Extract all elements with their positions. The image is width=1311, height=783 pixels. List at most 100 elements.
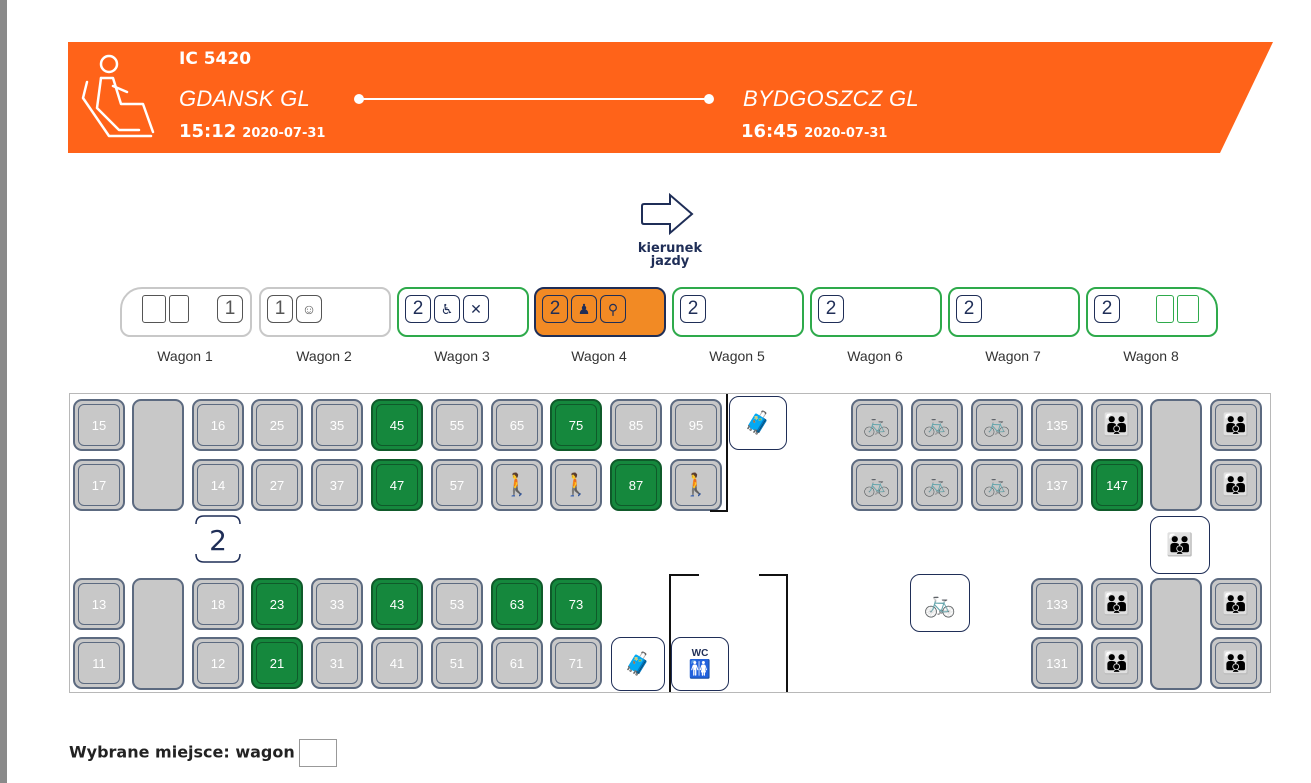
seat-18[interactable]: 18 xyxy=(192,578,244,630)
seat-number: 35 xyxy=(329,417,345,433)
family-icon: 👪 xyxy=(1103,591,1131,616)
seat-21[interactable]: 21 xyxy=(251,637,303,689)
wagon-1-class: 1 xyxy=(217,295,243,323)
seat-47[interactable]: 47 xyxy=(371,459,423,511)
family-seat[interactable]: 👪 xyxy=(1210,399,1262,451)
blind-passenger-seat[interactable]: 🚶 xyxy=(491,459,543,511)
seat-147[interactable]: 147 xyxy=(1091,459,1143,511)
seat-25[interactable]: 25 xyxy=(251,399,303,451)
seat-61[interactable]: 61 xyxy=(491,637,543,689)
seat-27[interactable]: 27 xyxy=(251,459,303,511)
family-seat[interactable]: 👪 xyxy=(1210,459,1262,511)
blind-person-icon: 🚶 xyxy=(503,472,531,497)
wagon-6[interactable]: 2 Wagon 6 xyxy=(810,287,942,364)
wagon-6-body[interactable]: 2 xyxy=(810,287,942,337)
seat-number: 25 xyxy=(269,417,285,433)
seat-41[interactable]: 41 xyxy=(371,637,423,689)
seat-45[interactable]: 45 xyxy=(371,399,423,451)
wagon-4[interactable]: 2 ♟ ⚲ Wagon 4 xyxy=(534,287,666,364)
seat-63[interactable]: 63 xyxy=(491,578,543,630)
direction-line2: jazdy xyxy=(650,254,690,269)
wagon-8[interactable]: 2 Wagon 8 xyxy=(1086,287,1218,364)
seat-51[interactable]: 51 xyxy=(431,637,483,689)
blind-person-icon: 🚶 xyxy=(562,472,590,497)
wagon-7[interactable]: 2 Wagon 7 xyxy=(948,287,1080,364)
blind-passenger-seat[interactable]: 🚶 xyxy=(550,459,602,511)
class-2-icon: 2 xyxy=(818,295,844,323)
seat-85[interactable]: 85 xyxy=(610,399,662,451)
bicycle-spot[interactable]: 🚲 xyxy=(911,399,963,451)
bicycle-spot[interactable]: 🚲 xyxy=(851,399,903,451)
seat-12[interactable]: 12 xyxy=(192,637,244,689)
seat-11[interactable]: 11 xyxy=(73,637,125,689)
wagon-8-body[interactable]: 2 xyxy=(1086,287,1218,337)
seat-35[interactable]: 35 xyxy=(311,399,363,451)
wagon-3-body[interactable]: 2 ♿ ✕ xyxy=(397,287,529,337)
seat-31[interactable]: 31 xyxy=(311,637,363,689)
family-seat[interactable]: 👪 xyxy=(1210,578,1262,630)
seat-33[interactable]: 33 xyxy=(311,578,363,630)
bicycle-spot[interactable]: 🚲 xyxy=(971,399,1023,451)
seat-135[interactable]: 135 xyxy=(1031,399,1083,451)
seat-map: 15 16 25 35 45 55 65 75 85 95 17 14 27 3… xyxy=(69,393,1271,693)
toilet-icon: 🚻 xyxy=(688,659,712,679)
wagon-3[interactable]: 2 ♿ ✕ Wagon 3 xyxy=(397,287,529,364)
seat-number: 73 xyxy=(568,596,584,612)
seat-number: 55 xyxy=(449,417,465,433)
wagon-1-body[interactable]: 1 xyxy=(120,287,252,337)
partition-wall xyxy=(669,574,671,692)
seat-133[interactable]: 133 xyxy=(1031,578,1083,630)
family-seat[interactable]: 👪 xyxy=(1091,399,1143,451)
family-seat[interactable]: 👪 xyxy=(1210,637,1262,689)
seat-73[interactable]: 73 xyxy=(550,578,602,630)
seat-43[interactable]: 43 xyxy=(371,578,423,630)
seat-number: 16 xyxy=(210,417,226,433)
seat-17[interactable]: 17 xyxy=(73,459,125,511)
wagon-4-body[interactable]: 2 ♟ ⚲ xyxy=(534,287,666,337)
wagon-1[interactable]: 1 Wagon 1 xyxy=(120,287,252,364)
selected-seat-summary: Wybrane miejsce: wagon xyxy=(69,739,337,767)
seat-57[interactable]: 57 xyxy=(431,459,483,511)
seat-87[interactable]: 87 xyxy=(610,459,662,511)
family-seat[interactable]: 👪 xyxy=(1091,578,1143,630)
seat-37[interactable]: 37 xyxy=(311,459,363,511)
left-edge-bar xyxy=(0,0,7,783)
wagon-5[interactable]: 2 Wagon 5 xyxy=(672,287,804,364)
wagon-5-body[interactable]: 2 xyxy=(672,287,804,337)
bicycle-icon: 🚲 xyxy=(863,472,891,497)
seat-65[interactable]: 65 xyxy=(491,399,543,451)
partition-wall xyxy=(726,394,728,512)
direction-line1: kierunek xyxy=(637,241,703,256)
bicycle-spot[interactable]: 🚲 xyxy=(911,459,963,511)
seat-16[interactable]: 16 xyxy=(192,399,244,451)
wagon-1-label: Wagon 1 xyxy=(157,348,213,364)
seat-137[interactable]: 137 xyxy=(1031,459,1083,511)
seat-75[interactable]: 75 xyxy=(550,399,602,451)
bicycle-icon: 🚲 xyxy=(983,472,1011,497)
blind-passenger-seat[interactable]: 🚶 xyxy=(670,459,722,511)
seat-55[interactable]: 55 xyxy=(431,399,483,451)
seat-13[interactable]: 13 xyxy=(73,578,125,630)
bicycle-icon: 🚲 xyxy=(863,412,891,437)
seat-23[interactable]: 23 xyxy=(251,578,303,630)
bicycle-spot[interactable]: 🚲 xyxy=(851,459,903,511)
seat-number: 13 xyxy=(91,596,107,612)
seat-131[interactable]: 131 xyxy=(1031,637,1083,689)
seat-number: 12 xyxy=(210,655,226,671)
bicycle-spot[interactable]: 🚲 xyxy=(971,459,1023,511)
passenger-seat-icon xyxy=(81,54,155,138)
departure-date: 2020-07-31 xyxy=(242,126,326,141)
wagon-3-icons: 2 ♿ ✕ xyxy=(405,295,489,323)
wagon-2-body[interactable]: 1 ☺ xyxy=(259,287,391,337)
seat-53[interactable]: 53 xyxy=(431,578,483,630)
seat-71[interactable]: 71 xyxy=(550,637,602,689)
bicycle-icon: 🚲 xyxy=(923,472,951,497)
wagon-2[interactable]: 1 ☺ Wagon 2 xyxy=(259,287,391,364)
family-seat[interactable]: 👪 xyxy=(1091,637,1143,689)
seat-95[interactable]: 95 xyxy=(670,399,722,451)
wagon-7-body[interactable]: 2 xyxy=(948,287,1080,337)
table xyxy=(132,578,184,690)
svg-text:2: 2 xyxy=(209,524,227,557)
seat-14[interactable]: 14 xyxy=(192,459,244,511)
seat-15[interactable]: 15 xyxy=(73,399,125,451)
